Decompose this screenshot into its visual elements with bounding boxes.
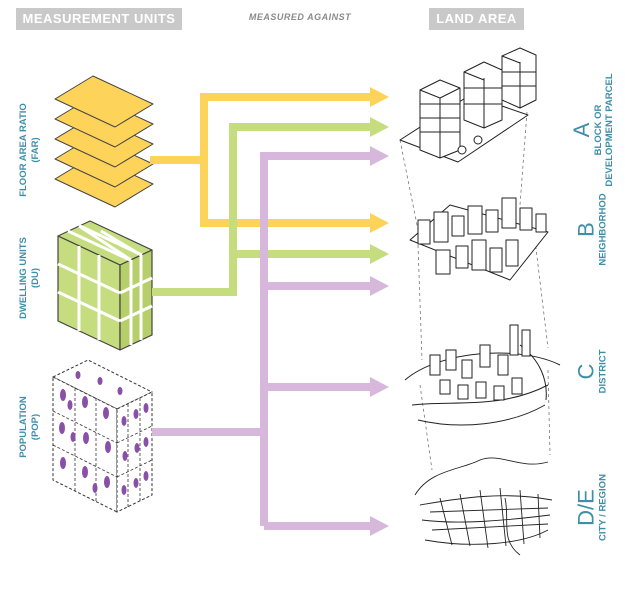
pop-arrowhead-a [370,146,389,166]
land-area-header: LAND AREA [429,8,524,30]
du-arrowhead-b [370,244,389,264]
du-cube-icon [57,220,153,351]
pop-arrows [152,152,372,530]
du-arrowhead-a [370,117,389,137]
pop-cube-icon [51,359,154,513]
far-arrowhead-a [370,87,389,107]
people-icons [59,371,149,495]
far-arrowhead-b [370,213,389,233]
pop-arrowhead-b [370,276,389,296]
measured-against-label: MEASURED AGAINST [248,12,352,22]
far-arrows [150,93,372,227]
pop-arrowhead-de [370,516,389,536]
city-sketch [414,457,553,556]
diagram-canvas [51,47,561,556]
zoom-guides [399,111,551,471]
block-sketch [399,47,537,163]
pop-arrowhead-c [370,377,389,397]
far-stack-icon [54,75,154,208]
neighborhood-sketch [409,197,549,281]
du-arrows [152,123,372,296]
measurement-units-header: MEASUREMENT UNITS [16,8,182,30]
district-sketch [404,324,561,426]
